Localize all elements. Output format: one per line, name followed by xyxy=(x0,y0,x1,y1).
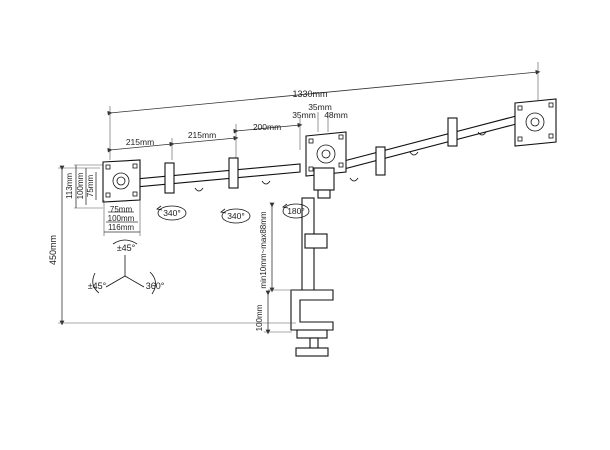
total-height-label: 450mm xyxy=(48,235,58,265)
pole-adjust-dimension: min10mm~max88mm xyxy=(259,202,292,293)
rotation-center-label: 180° xyxy=(287,206,305,216)
vesa-h-113: 113mm xyxy=(65,173,74,199)
swivel-label: ±45° xyxy=(88,281,107,291)
center-offset-dimensions: 35mm 35mm 48mm xyxy=(292,102,348,132)
vesa-w-75: 75mm xyxy=(110,205,133,214)
offset-48: 48mm xyxy=(324,110,348,120)
vesa-w-100: 100mm xyxy=(108,214,135,223)
arm-c-label: 200mm xyxy=(253,122,281,132)
vesa-height-dimensions: 113mm 100mm 75mm xyxy=(65,164,103,209)
offset-35-lower: 35mm xyxy=(292,110,316,120)
overall-width-label: 1330mm xyxy=(292,89,327,99)
vesa-width-dimensions: 75mm 100mm 116mm xyxy=(103,200,141,236)
right-arm xyxy=(339,114,521,182)
pole-assembly xyxy=(290,167,335,357)
rotation-arm-mid-label: 340° xyxy=(227,211,245,221)
tilt-label: ±45° xyxy=(117,243,136,253)
rotation-arm-mid: 340° xyxy=(220,208,251,224)
rotate-label: 360° xyxy=(146,281,165,291)
clamp-height-dimension: 100mm xyxy=(255,290,292,335)
clamp-height-label: 100mm xyxy=(255,304,264,331)
pole-adjust-label: min10mm~max88mm xyxy=(259,211,268,288)
vesa-h-100: 100mm xyxy=(76,172,85,199)
vesa-plate-center xyxy=(305,131,347,177)
rotation-center: 180° xyxy=(282,203,310,219)
arm-a-label: 215mm xyxy=(126,137,154,147)
movement-symbol: ±45° ±45° 360° xyxy=(88,239,165,295)
vesa-plate-right xyxy=(514,98,557,147)
rotation-arm-left-label: 340° xyxy=(163,208,181,218)
arm-b-label: 215mm xyxy=(188,130,216,140)
total-height-dimension: 450mm xyxy=(48,165,296,326)
vesa-w-116: 116mm xyxy=(108,223,134,232)
vesa-plate-left xyxy=(102,159,141,203)
arm-segment-dimensions: 215mm 215mm 200mm xyxy=(107,118,303,160)
offset-35-upper: 35mm xyxy=(308,102,332,112)
left-arm xyxy=(124,157,301,194)
vesa-h-75: 75mm xyxy=(86,175,95,198)
rotation-arm-left: 340° xyxy=(156,205,187,221)
